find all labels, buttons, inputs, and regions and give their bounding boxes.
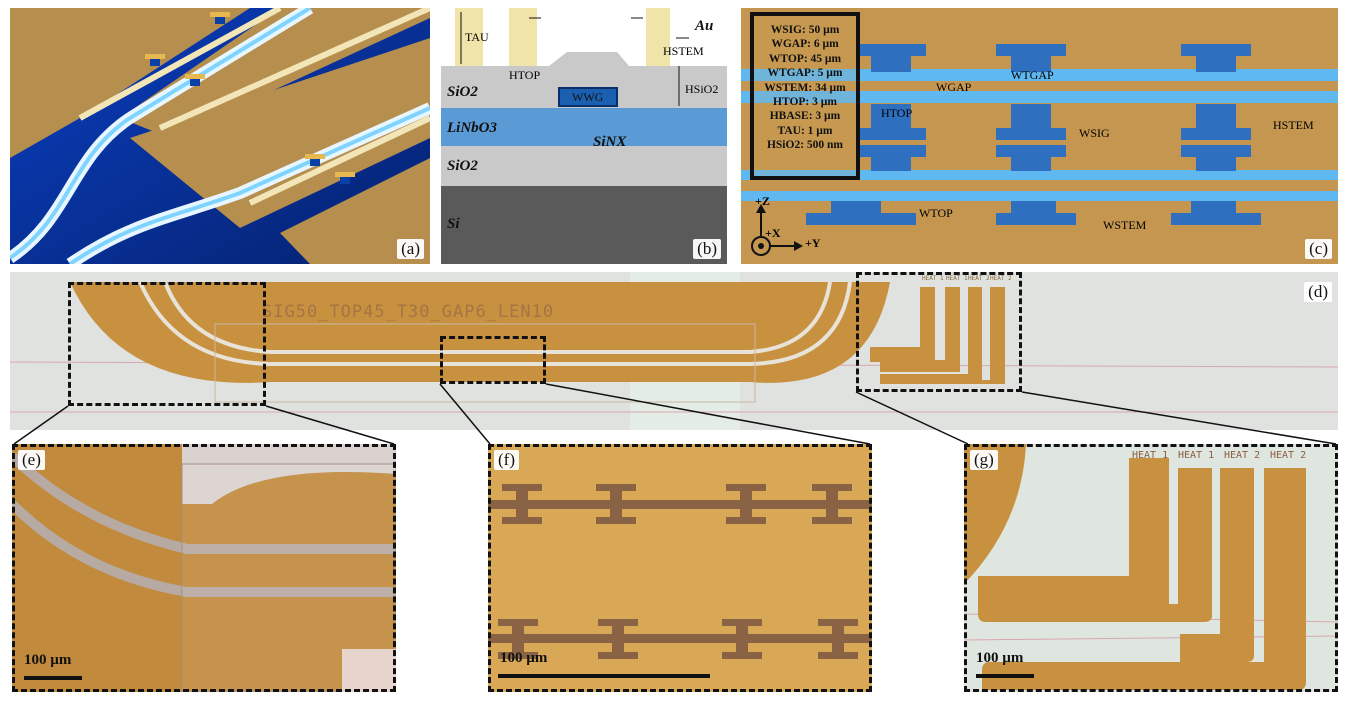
panel-e-detail <box>12 444 396 692</box>
panel-f-detail <box>488 444 872 692</box>
dim-w-stem: WSTEM <box>1103 218 1147 232</box>
dim-w-wg: WWG <box>572 90 604 104</box>
panel-b-layers <box>441 8 727 264</box>
waveguide-material-label: SiNX <box>593 134 627 150</box>
dim-w-sig: WSIG <box>1079 126 1110 140</box>
zoom-box-e <box>68 282 266 406</box>
axis-x-label: +X <box>765 226 781 240</box>
spec-t-au: TAU: 1 µm <box>777 124 833 137</box>
dim-w-tgap: WTGAP <box>1011 68 1054 82</box>
panel-f-scalebar-label: 100 µm <box>500 650 548 666</box>
heater-label-2: HEAT 1 <box>946 275 968 282</box>
spec-w-stem: WSTEM: 34 µm <box>764 81 846 94</box>
panel-b-cross-section: TAU HTOP HSTEM HSiO2 WWG Au SiO2 LiNbO3 … <box>441 8 727 264</box>
axis-y-label: +Y <box>805 236 821 250</box>
zoom-box-f <box>440 336 546 384</box>
layer-sio2-top-label: SiO2 <box>447 84 478 100</box>
dim-w-top: WTOP <box>919 206 953 220</box>
dim-w-gap: WGAP <box>936 80 972 94</box>
panel-f-label: (f) <box>494 450 519 470</box>
dim-h-top: HTOP <box>881 106 913 120</box>
panel-e-scalebar-label: 100 µm <box>24 652 72 668</box>
panel-g-scalebar-label: 100 µm <box>976 650 1024 666</box>
panel-d-micrograph: SIG50_TOP45_T30_GAP6_LEN10 HEAT 1 HEAT 1… <box>10 272 1338 430</box>
panel-e-scalebar <box>24 676 82 680</box>
panel-c-top-view: WSIG: 50 µm WGAP: 6 µm WTOP: 45 µm WTGAP… <box>741 8 1338 264</box>
panel-f-scalebar <box>498 674 710 678</box>
panel-a-label: (a) <box>397 239 424 259</box>
metal-label: Au <box>695 18 714 34</box>
spec-w-tgap: WTGAP: 5 µm <box>767 67 843 80</box>
panel-g-label: (g) <box>970 450 998 470</box>
panel-g-scalebar <box>976 674 1034 678</box>
heater-label-4: HEAT 2 <box>990 275 1012 282</box>
panel-c-layout <box>741 44 1338 256</box>
panel-e-micrograph: (e) 100 µm <box>12 444 396 692</box>
dim-h-sio2: HSiO2 <box>685 82 719 96</box>
device-id-text: SIG50_TOP45_T30_GAP6_LEN10 <box>262 302 555 322</box>
layer-linbo3-label: LiNbO3 <box>447 120 497 136</box>
panel-f-frame <box>488 444 872 692</box>
layer-sio2-bottom-label: SiO2 <box>447 158 478 174</box>
panel-c-label: (c) <box>1305 239 1332 259</box>
spec-h-base: HBASE: 3 µm <box>769 110 841 123</box>
g-heater-label-4: HEAT 2 <box>1270 450 1307 461</box>
spec-box: WSIG: 50 µm WGAP: 6 µm WTOP: 45 µm WTGAP… <box>750 12 860 180</box>
layer-si-label: Si <box>447 216 460 232</box>
spec-h-sio2: HSiO2: 500 nm <box>766 139 844 152</box>
panel-g-micrograph: HEAT 1 HEAT 1 HEAT 2 HEAT 2 (g) 100 µm <box>964 444 1338 692</box>
panel-g-frame <box>964 444 1338 692</box>
heater-label-1: HEAT 1 <box>922 275 944 282</box>
spec-w-sig: WSIG: 50 µm <box>770 24 840 36</box>
g-heater-label-1: HEAT 1 <box>1132 450 1169 461</box>
dim-h-top: HTOP <box>509 68 541 82</box>
spec-w-top: WTOP: 45 µm <box>768 52 842 65</box>
heater-label-3: HEAT 2 <box>968 275 990 282</box>
panel-f-micrograph: (f) 100 µm <box>488 444 872 692</box>
spec-h-top: HTOP: 3 µm <box>773 96 837 109</box>
panel-e-frame <box>12 444 396 692</box>
panel-e-label: (e) <box>18 450 45 470</box>
axis-z-label: +Z <box>755 194 770 208</box>
panel-a-illustration <box>10 8 430 264</box>
dim-h-stem: HSTEM <box>1273 118 1314 132</box>
zoom-box-g <box>856 272 1022 392</box>
panel-d-label: (d) <box>1304 282 1332 302</box>
panel-b-label: (b) <box>693 239 721 259</box>
dim-h-stem: HSTEM <box>663 44 704 58</box>
panel-a-3d-render: (a) <box>10 8 430 264</box>
spec-w-gap: WGAP: 6 µm <box>771 38 839 51</box>
dim-t-au: TAU <box>465 30 489 44</box>
g-heater-label-3: HEAT 2 <box>1224 450 1261 461</box>
panel-g-heaters <box>964 444 1338 692</box>
g-heater-label-2: HEAT 1 <box>1178 450 1215 461</box>
